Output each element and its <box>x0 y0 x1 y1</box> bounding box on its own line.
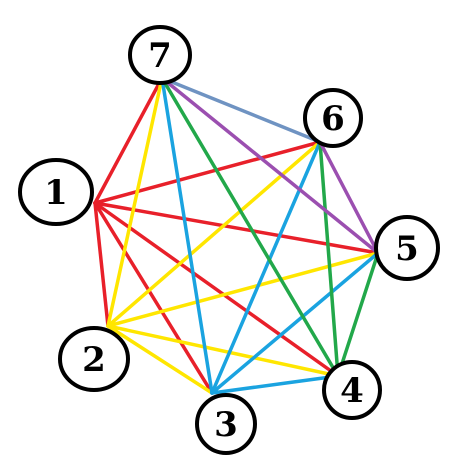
node-1-label: 1 <box>44 173 68 213</box>
node-2: 2 <box>58 326 130 392</box>
node-4: 4 <box>322 360 382 420</box>
edge-1-5 <box>93 201 380 255</box>
edge-2-6 <box>106 140 322 328</box>
node-6-circle <box>303 88 363 148</box>
edge-4-7 <box>160 76 340 378</box>
edge-2-3 <box>106 324 214 395</box>
edge-1-3 <box>93 201 214 395</box>
node-7: 7 <box>128 25 192 85</box>
edge-3-6 <box>210 140 322 395</box>
edge-5-6 <box>318 140 380 255</box>
node-4-circle <box>322 360 382 420</box>
edge-1-4 <box>93 201 340 378</box>
edge-3-7 <box>160 76 214 395</box>
edge-1-7 <box>93 76 164 205</box>
edge-6-7 <box>160 76 322 144</box>
node-5: 5 <box>374 215 440 281</box>
edge-1-6 <box>93 140 322 205</box>
edge-2-4 <box>106 324 340 378</box>
node-7-circle <box>128 25 192 85</box>
node-3-circle <box>195 393 257 455</box>
node-7-label: 7 <box>148 36 172 76</box>
edge-3-5 <box>210 251 380 395</box>
node-6-label: 6 <box>321 99 345 139</box>
node-4-label: 4 <box>340 371 364 411</box>
edge-3-4 <box>210 374 340 395</box>
node-6: 6 <box>303 88 363 148</box>
node-layer: 1 2 3 4 5 6 7 <box>18 25 440 455</box>
edge-2-5 <box>106 251 380 328</box>
node-5-circle <box>374 215 440 281</box>
node-3-label: 3 <box>214 405 238 445</box>
node-2-label: 2 <box>82 340 106 380</box>
edge-4-5 <box>336 251 380 378</box>
edge-layer <box>93 76 380 395</box>
edge-2-7 <box>106 76 164 328</box>
node-1-circle <box>18 158 94 226</box>
edge-5-7 <box>160 76 380 255</box>
node-2-circle <box>58 326 130 392</box>
node-5-label: 5 <box>395 229 419 269</box>
node-1: 1 <box>18 158 94 226</box>
node-3: 3 <box>195 393 257 455</box>
edge-4-6 <box>318 140 340 378</box>
edge-1-2 <box>93 201 110 328</box>
